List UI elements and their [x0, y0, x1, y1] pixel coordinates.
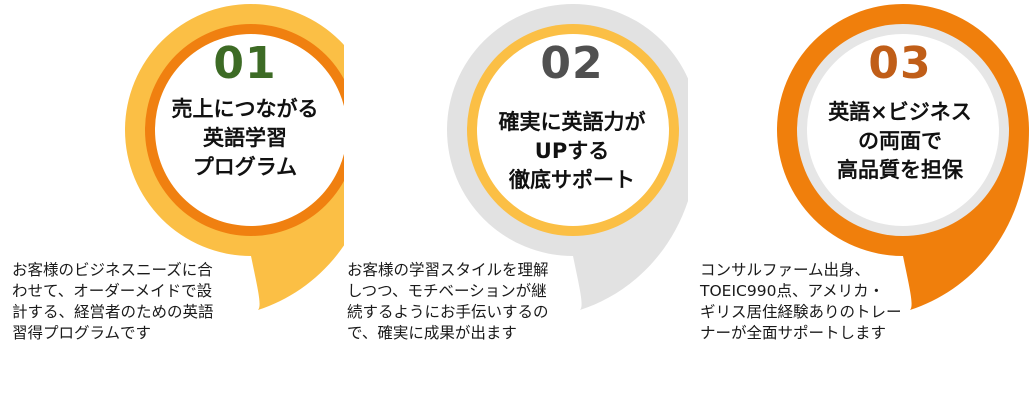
desc-line: ナーが全面サポートします	[700, 324, 887, 342]
title-line: 英語学習	[203, 126, 287, 150]
feature-card-1: 01 売上につながる 英語学習 プログラム お客様のビジネスニーズに合 わせて、…	[0, 0, 344, 403]
desc-line: お客様の学習スタイルを理解	[347, 261, 549, 279]
desc-line: お客様のビジネスニーズに合	[12, 261, 213, 279]
bubble-inner-2	[477, 34, 669, 226]
feature-description-3: コンサルファーム出身、 TOEIC990点、アメリカ・ ギリス居住経験ありのトレ…	[700, 260, 960, 344]
title-line: UPする	[534, 139, 610, 163]
title-line: 高品質を担保	[837, 158, 963, 182]
feature-number-1: 01	[213, 38, 277, 89]
speech-bubble-1	[125, 4, 344, 310]
title-line: 売上につながる	[171, 97, 319, 121]
title-line: 確実に英語力が	[498, 110, 646, 134]
bubble-inner-3	[807, 34, 999, 226]
desc-line: TOEIC990点、アメリカ・	[700, 282, 885, 300]
title-line: 徹底サポート	[509, 168, 635, 192]
speech-bubble-2	[447, 4, 688, 310]
feature-description-2: お客様の学習スタイルを理解 しつつ、モチベーションが継 続するようにお手伝いする…	[347, 260, 607, 344]
speech-bubble-3	[777, 4, 1029, 310]
feature-number-3: 03	[868, 38, 932, 89]
title-line: プログラム	[192, 155, 298, 179]
title-line: の両面で	[858, 129, 942, 153]
desc-line: 計する、経営者のための英語	[12, 303, 214, 321]
feature-card-2: 02 確実に英語力が UPする 徹底サポート お客様の学習スタイルを理解 しつつ…	[344, 0, 688, 403]
feature-title-3: 英語×ビジネス の両面で 高品質を担保	[790, 98, 1010, 185]
desc-line: わせて、オーダーメイドで設	[12, 282, 213, 300]
desc-line: コンサルファーム出身、	[700, 261, 871, 279]
title-line: 英語×ビジネス	[828, 100, 972, 124]
feature-title-2: 確実に英語力が UPする 徹底サポート	[462, 108, 682, 195]
desc-line: ギリス居住経験ありのトレー	[700, 303, 902, 321]
feature-description-1: お客様のビジネスニーズに合 わせて、オーダーメイドで設 計する、経営者のための英…	[12, 260, 272, 344]
desc-line: 習得プログラムです	[12, 324, 152, 342]
bubble-inner-1	[155, 34, 344, 226]
feature-title-1: 売上につながる 英語学習 プログラム	[135, 95, 355, 182]
desc-line: しつつ、モチベーションが継	[347, 282, 547, 300]
feature-number-2: 02	[540, 38, 604, 89]
feature-card-3: 03 英語×ビジネス の両面で 高品質を担保 コンサルファーム出身、 TOEIC…	[688, 0, 1032, 403]
desc-line: で、確実に成果が出ます	[347, 324, 517, 342]
desc-line: 続するようにお手伝いするの	[347, 303, 549, 321]
